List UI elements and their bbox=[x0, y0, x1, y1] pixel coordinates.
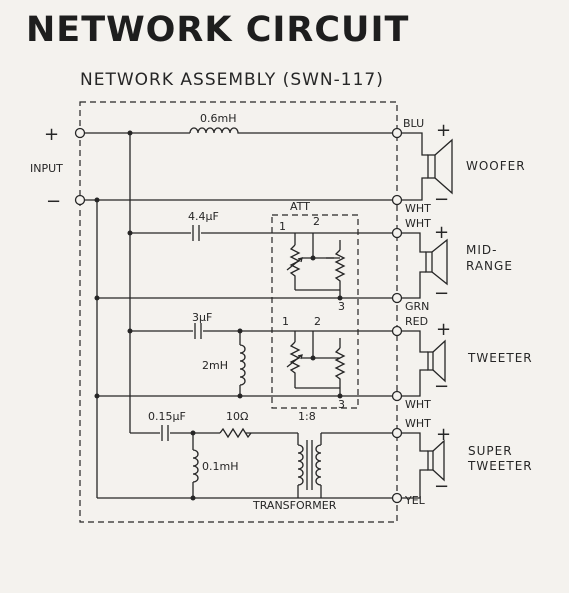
upper-att-pin1: 1 bbox=[279, 220, 286, 233]
wire-wht2-label: WHT bbox=[405, 217, 431, 230]
super-capacitor-label: 0.15μF bbox=[148, 410, 186, 423]
midrange-speaker-icon bbox=[425, 251, 433, 273]
blu-terminal bbox=[391, 127, 403, 139]
midrange-label-line2: RANGE bbox=[466, 259, 513, 273]
upper-att-pin3: 3 bbox=[338, 300, 345, 313]
wire-yel-label: YEL bbox=[404, 494, 426, 507]
lower-att-pin1: 1 bbox=[282, 315, 289, 328]
super-tweeter-speaker-icon bbox=[427, 450, 434, 471]
mid-att-pot-right bbox=[334, 249, 346, 290]
wire-red-label: RED bbox=[405, 315, 428, 328]
lower-att-pin2: 2 bbox=[314, 315, 321, 328]
wire-wht3-label: WHT bbox=[405, 398, 431, 411]
woofer-inductor-label: 0.6mH bbox=[200, 112, 236, 125]
super-tweeter-minus: − bbox=[434, 476, 449, 497]
woofer-plus: + bbox=[436, 120, 451, 141]
input-plus-label: + bbox=[44, 124, 59, 145]
wht-terminal-4 bbox=[391, 427, 403, 439]
input-minus-label: − bbox=[46, 191, 61, 212]
input-plus-terminal bbox=[74, 127, 86, 139]
diagram-subtitle: NETWORK ASSEMBLY (SWN-117) bbox=[80, 70, 384, 90]
transformer-primary bbox=[297, 444, 304, 486]
diagram-title: NETWORK CIRCUIT bbox=[26, 10, 410, 50]
woofer-minus: − bbox=[434, 189, 449, 210]
wire-wht1-label: WHT bbox=[405, 202, 431, 215]
att-box bbox=[271, 214, 359, 409]
super-tweeter-plus: + bbox=[436, 424, 451, 445]
super-resistor-label: 10Ω bbox=[226, 410, 248, 423]
tweeter-capacitor-label: 3μF bbox=[192, 311, 212, 324]
tweeter-att-pot-right bbox=[334, 347, 346, 388]
transformer-label: TRANSFORMER bbox=[252, 499, 337, 512]
input-label: INPUT bbox=[30, 162, 63, 175]
woofer-label: WOOFER bbox=[466, 159, 526, 173]
transformer-ratio-label: 1:8 bbox=[298, 410, 316, 423]
midrange-plus: + bbox=[434, 222, 449, 243]
super-inductor bbox=[192, 449, 199, 483]
tweeter-inductor-label: 2mH bbox=[202, 359, 228, 372]
tweeter-speaker-icon bbox=[427, 351, 434, 371]
mid-att-pot-left bbox=[289, 244, 301, 290]
tweeter-inductor bbox=[239, 344, 246, 386]
wire-wht4-label: WHT bbox=[405, 417, 431, 430]
midrange-minus: − bbox=[434, 283, 449, 304]
super-tweeter-label-line2: TWEETER bbox=[467, 459, 533, 473]
grn-terminal bbox=[391, 292, 403, 304]
mid-capacitor-label: 4.4μF bbox=[188, 210, 219, 223]
wht-terminal-3 bbox=[391, 390, 403, 402]
super-tweeter-label-line1: SUPER bbox=[468, 444, 513, 458]
tweeter-label: TWEETER bbox=[467, 351, 533, 365]
tweeter-minus: − bbox=[434, 376, 449, 397]
midrange-label-line1: MID- bbox=[466, 243, 497, 257]
woofer-speaker-icon bbox=[427, 154, 436, 179]
super-inductor-label: 0.1mH bbox=[202, 460, 238, 473]
wire-blu-label: BLU bbox=[403, 117, 424, 130]
assembly-enclosure bbox=[79, 101, 398, 523]
super-resistor bbox=[219, 427, 252, 439]
transformer-secondary bbox=[315, 444, 322, 486]
wire-grn-label: GRN bbox=[405, 300, 429, 313]
tweeter-att-pot-left bbox=[289, 341, 301, 388]
lower-att-pin3: 3 bbox=[338, 398, 345, 411]
wht-terminal-2 bbox=[391, 227, 403, 239]
upper-att-pin2: 2 bbox=[313, 215, 320, 228]
yel-terminal bbox=[391, 492, 403, 504]
att-box-label: ATT bbox=[290, 200, 310, 213]
wht-terminal-1 bbox=[391, 194, 403, 206]
tweeter-plus: + bbox=[436, 319, 451, 340]
red-terminal bbox=[391, 325, 403, 337]
input-minus-terminal bbox=[74, 194, 86, 206]
woofer-inductor bbox=[189, 127, 240, 134]
